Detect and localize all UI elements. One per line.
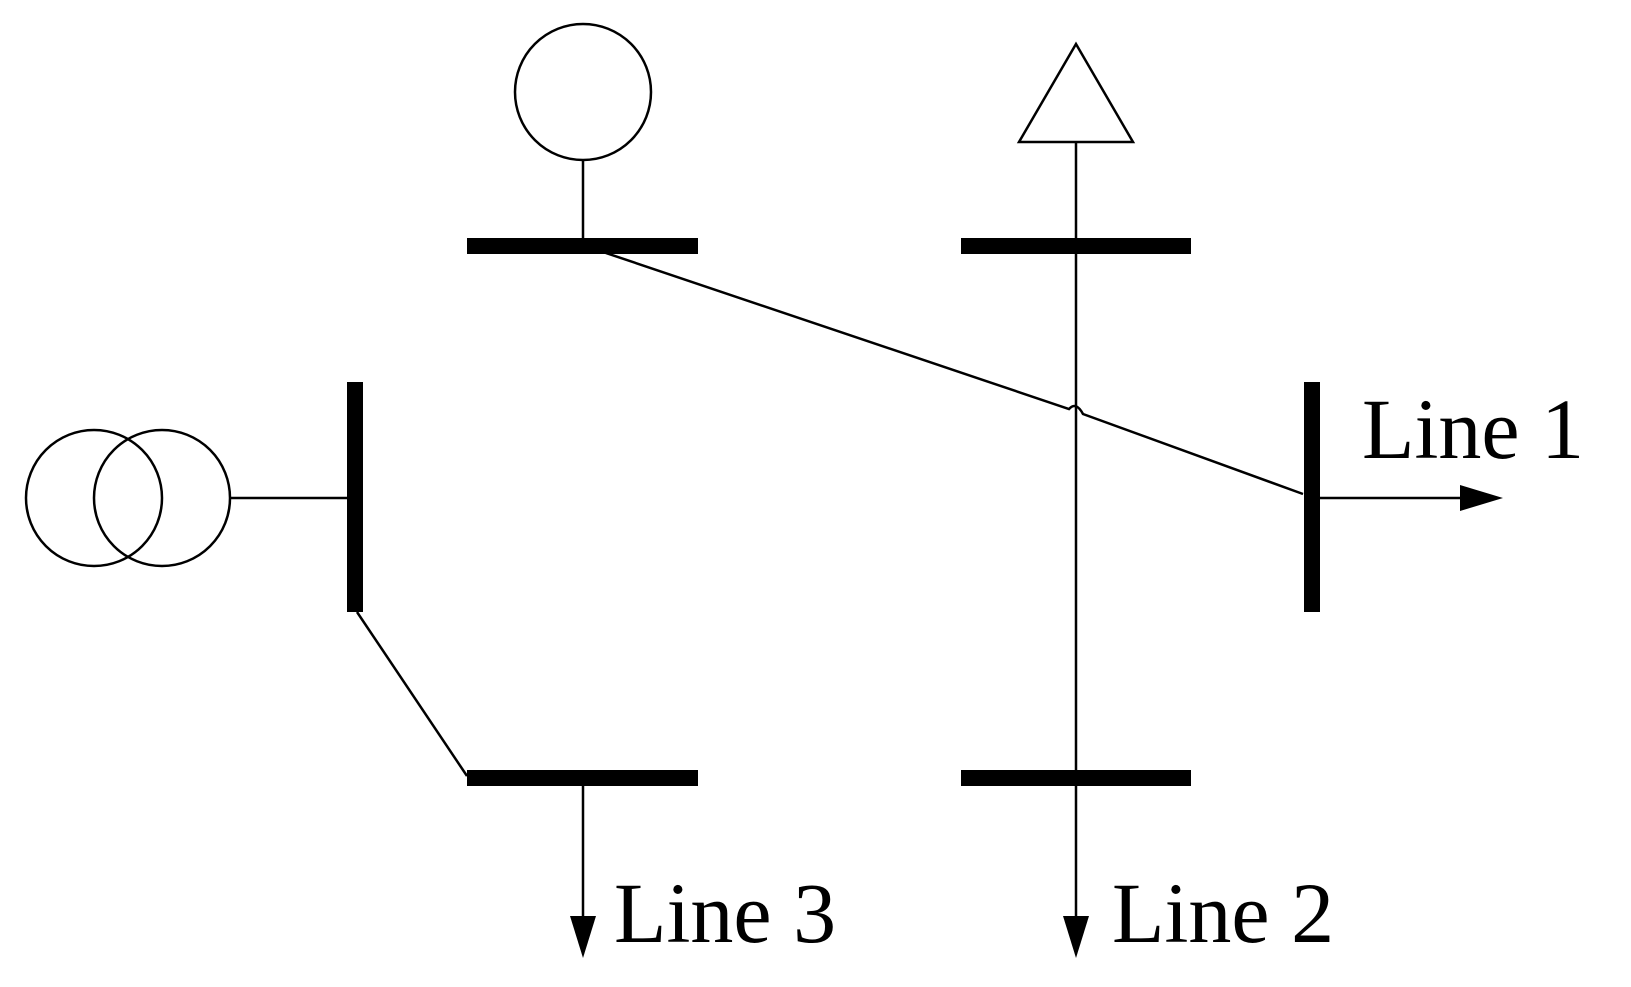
line-3-label: Line 3 [614, 865, 836, 961]
line-left-to-bottom-left-bus [355, 611, 469, 777]
line-3-feeder [570, 778, 596, 958]
external-grid [1016, 41, 1136, 144]
external-grid-triangle-icon [1016, 41, 1136, 144]
generator-circle-icon [513, 22, 653, 162]
line-2-label: Line 2 [1112, 865, 1334, 961]
line-2-arrowhead-icon [1063, 916, 1089, 958]
transformer-winding-1-icon [24, 428, 164, 568]
line-1-feeder [1312, 485, 1503, 511]
line-1-arrowhead-icon [1460, 485, 1503, 511]
line-3-arrowhead-icon [570, 916, 596, 958]
transformer [24, 428, 355, 568]
line-top-left-to-right-bus [602, 250, 1304, 496]
generator [513, 22, 653, 246]
line-1-label: Line 1 [1362, 381, 1584, 477]
